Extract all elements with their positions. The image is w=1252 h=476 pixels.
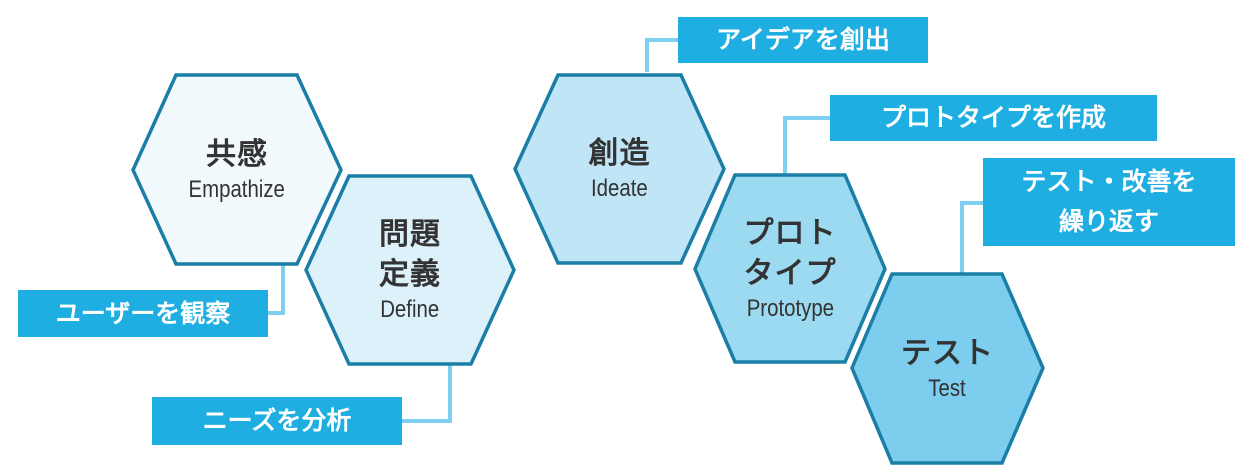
note-ideate: アイデアを創出 [678, 17, 928, 63]
connector-ideate [645, 38, 678, 72]
step-title-jp: 問題定義 [379, 217, 441, 292]
hex-empathize [131, 73, 343, 266]
step-title-en: Define [380, 296, 440, 323]
hex-test [850, 272, 1045, 465]
note-prototype: プロトタイプを作成 [830, 95, 1157, 141]
connector-prototype [783, 116, 830, 175]
note-test-line1: テスト・改善を [1021, 167, 1197, 196]
step-title-en: Empathize [188, 175, 286, 203]
step-prototype: プロト タイプ Prototype [695, 175, 885, 362]
hex-ideate [513, 73, 726, 265]
connector-define [402, 364, 452, 423]
note-test: テスト・改善を 繰り返す [983, 158, 1235, 246]
step-title-jp: 創造 [588, 136, 651, 171]
step-test: テスト Test [852, 274, 1043, 463]
hex-define [304, 174, 516, 366]
step-title-en: Ideate [591, 175, 648, 202]
connector-test [960, 201, 983, 273]
step-title-jp-line2: タイプ [743, 255, 837, 291]
note-define: ニーズを分析 [152, 397, 402, 445]
step-define: 問題定義 Define [306, 176, 514, 364]
step-empathize: 共感 Empathize [133, 75, 341, 264]
note-empathize: ユーザーを観察 [18, 290, 268, 337]
step-title-en: Prototype [746, 294, 834, 322]
step-title-en: Test [928, 374, 967, 402]
step-title-jp: テスト [901, 335, 994, 371]
step-title-jp-line1: プロト [743, 215, 837, 251]
step-ideate: 創造 Ideate [515, 75, 724, 263]
note-test-line2: 繰り返す [1058, 207, 1159, 236]
step-title-jp: 共感 [206, 136, 268, 172]
connector-empathize [268, 264, 285, 315]
hex-prototype [693, 173, 887, 364]
